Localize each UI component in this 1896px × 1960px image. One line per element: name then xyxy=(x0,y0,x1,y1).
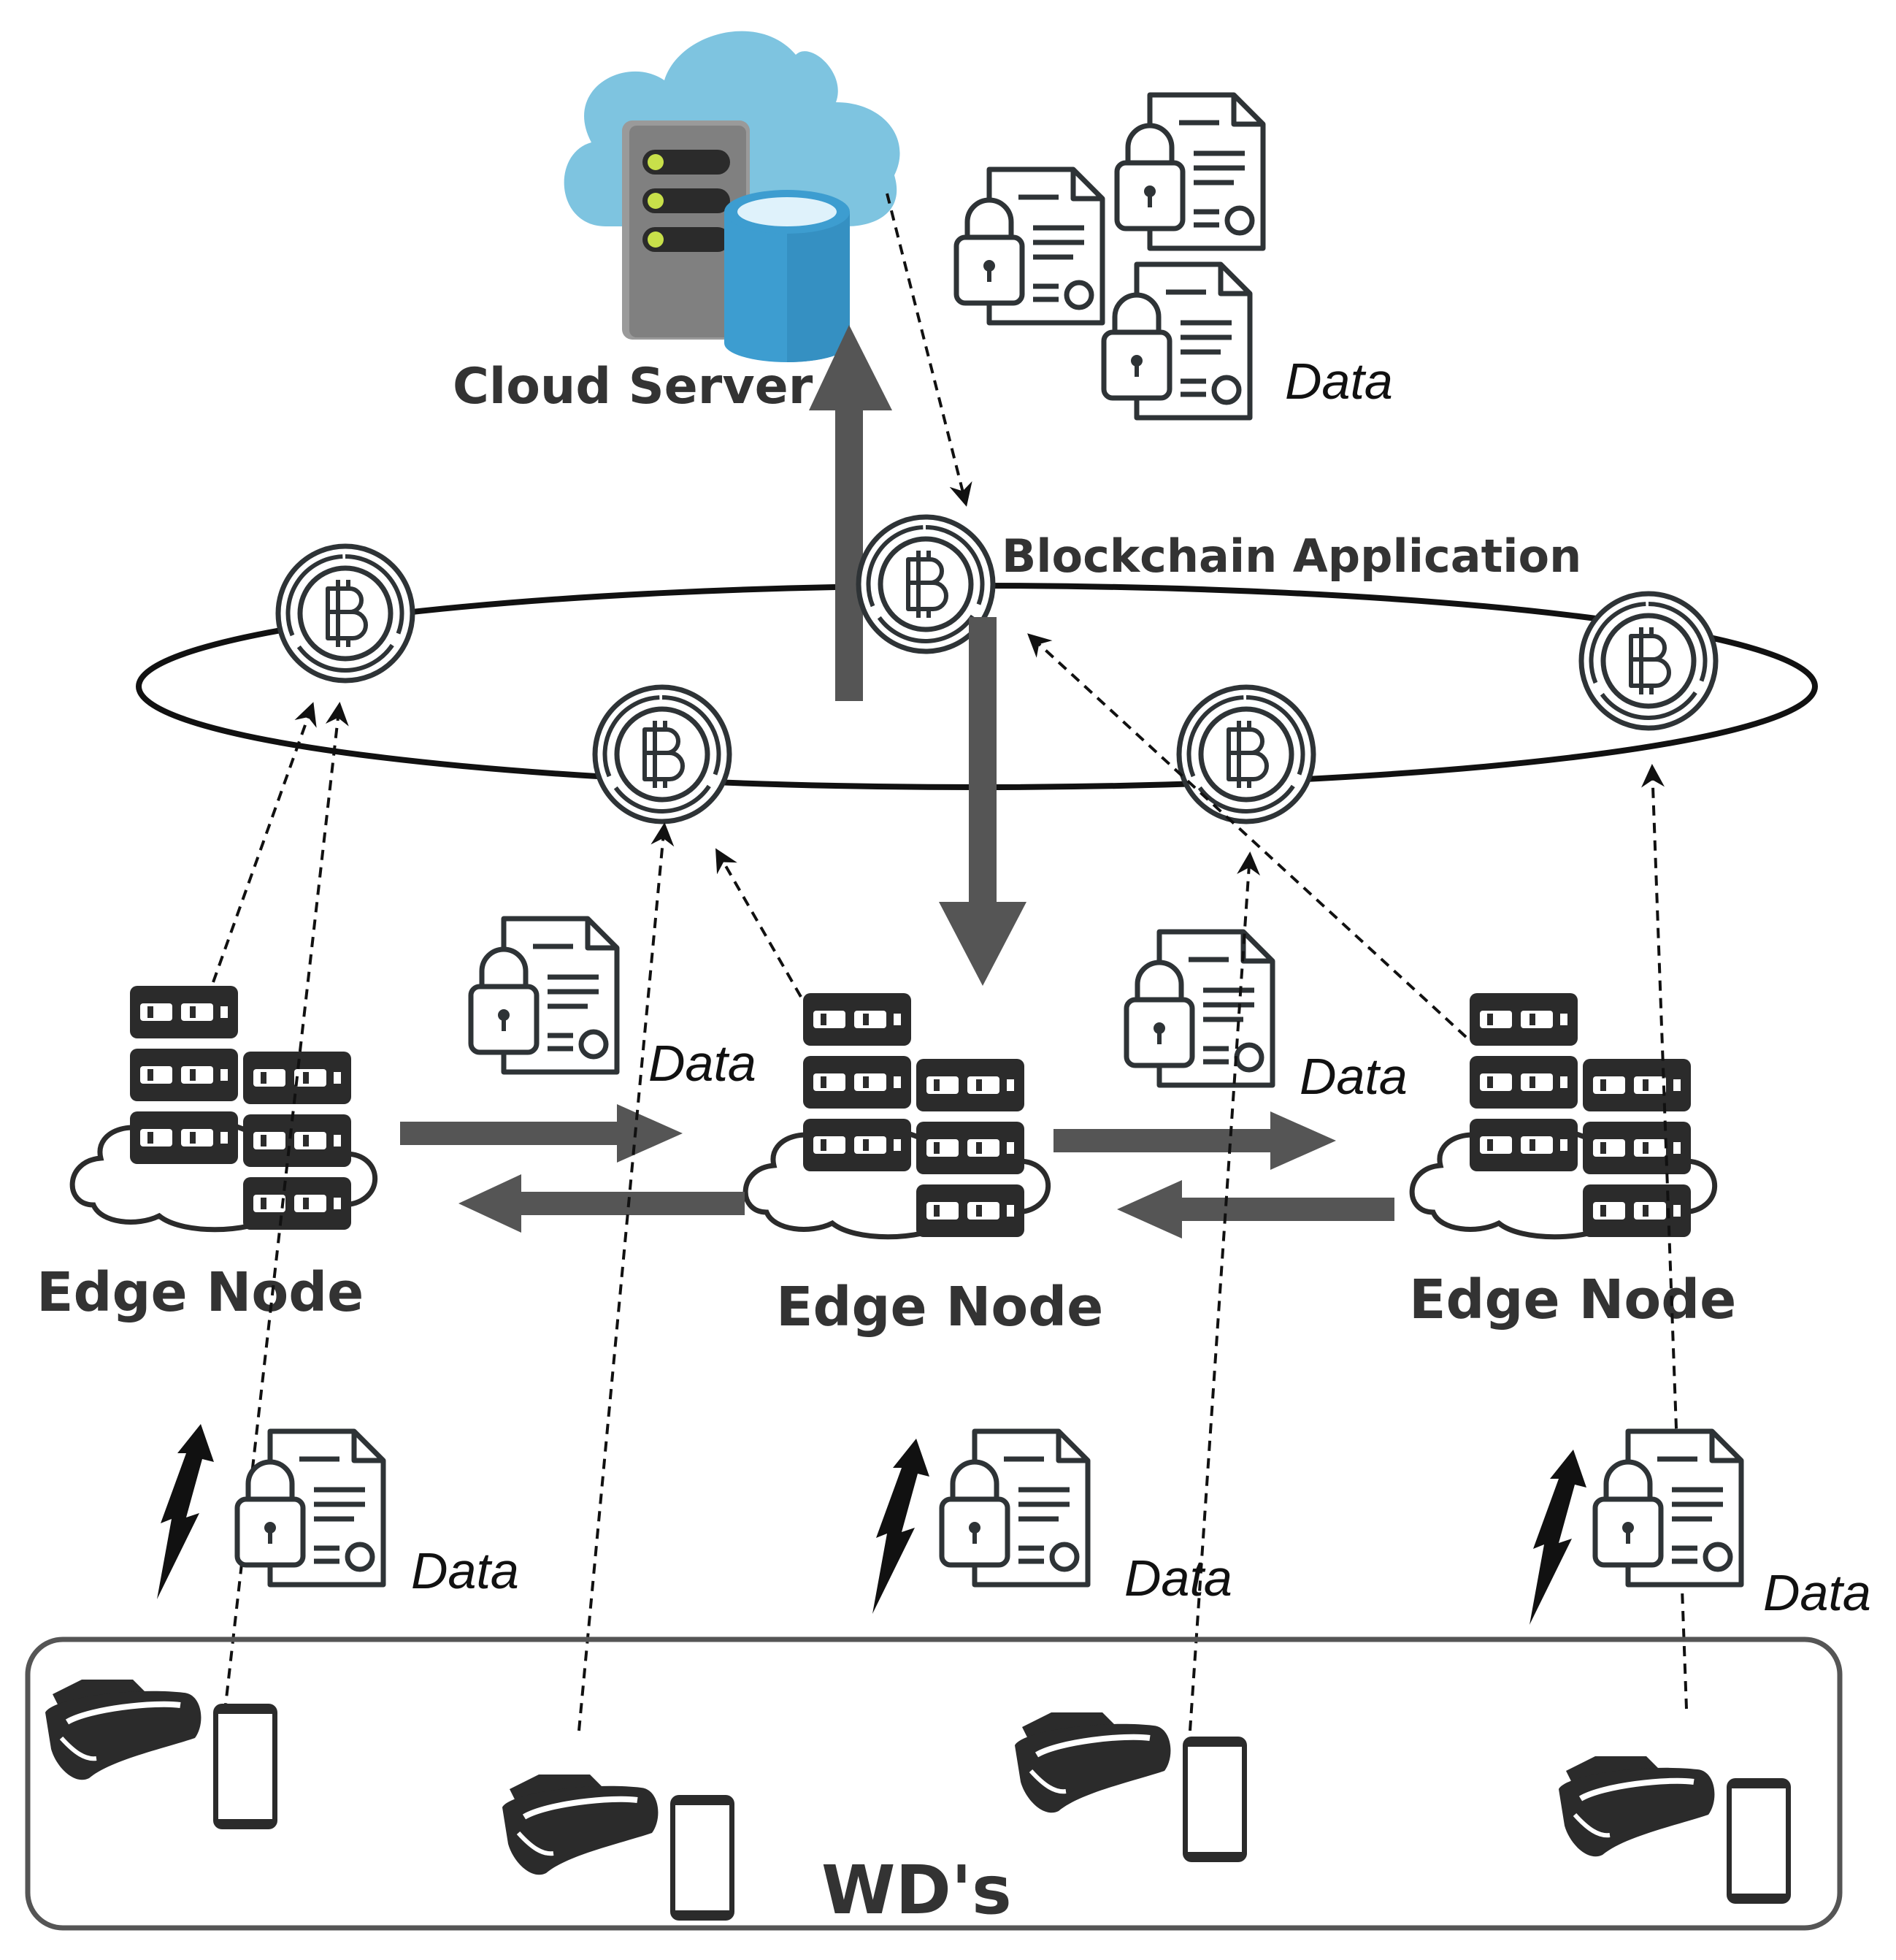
database-icon xyxy=(724,190,850,362)
smartphone-icon xyxy=(213,1704,277,1829)
locked-document-icon xyxy=(956,169,1102,330)
locked-document-icon xyxy=(942,1431,1088,1592)
cloud-server-label: Cloud Server xyxy=(453,358,813,416)
locked-document-icon xyxy=(1117,95,1263,256)
edge-server-stack-icon xyxy=(72,986,375,1230)
device-to-blockchain-arrow xyxy=(221,702,349,1731)
upload-to-cloud-arrow xyxy=(809,325,892,701)
blockchain-to-edge-arrow xyxy=(939,617,1026,986)
locked-document-icon xyxy=(471,919,617,1079)
data-label: Data xyxy=(1763,1564,1871,1621)
wireless-signal-icon xyxy=(157,1424,214,1599)
device-to-blockchain-arrow xyxy=(577,822,675,1731)
smartphone-icon xyxy=(1727,1778,1791,1904)
locked-document-icon xyxy=(237,1431,383,1592)
smartphone-icon xyxy=(670,1795,734,1921)
edge-node-label: Edge Node xyxy=(1409,1268,1736,1331)
edge-node-label: Edge Node xyxy=(37,1261,364,1324)
bitcoin-icon xyxy=(1179,687,1313,822)
data-label: Data xyxy=(648,1035,756,1092)
wireless-signal-icon xyxy=(872,1439,929,1614)
cloud-server-icon xyxy=(564,31,900,362)
wireless-signal-icon xyxy=(1530,1450,1586,1625)
bitcoin-icon xyxy=(1581,594,1716,728)
cloud-to-blockchain-arrow xyxy=(886,193,972,507)
edge-server-stack-icon xyxy=(745,993,1048,1237)
bitcoin-icon xyxy=(595,687,729,822)
smartphone-icon xyxy=(1183,1737,1247,1862)
vr-headset-icon xyxy=(502,1775,658,1875)
vr-headset-icon xyxy=(45,1680,201,1780)
wds-container xyxy=(25,1636,1843,1931)
data-label: Data xyxy=(1300,1048,1408,1105)
locked-document-icon xyxy=(1127,932,1273,1092)
device-to-blockchain-arrow xyxy=(1189,851,1261,1731)
data-label: Data xyxy=(1124,1550,1232,1607)
blockchain-application-label: Blockchain Application xyxy=(1002,529,1581,583)
vr-headset-icon xyxy=(1559,1756,1714,1856)
server-icon xyxy=(622,120,750,340)
data-label: Data xyxy=(411,1542,519,1599)
locked-document-icon xyxy=(1104,264,1250,425)
edge-to-blockchain-arrow xyxy=(715,848,802,998)
locked-document-icon xyxy=(1595,1431,1741,1592)
edge-to-blockchain-arrow xyxy=(212,702,317,983)
edge-to-blockchain-arrow xyxy=(1027,633,1467,1038)
bitcoin-icon xyxy=(278,546,412,681)
vr-headset-icon xyxy=(1015,1712,1170,1812)
data-label: Data xyxy=(1285,353,1393,410)
edge-node-label: Edge Node xyxy=(776,1276,1103,1339)
wds-label: WD's xyxy=(821,1851,1012,1929)
